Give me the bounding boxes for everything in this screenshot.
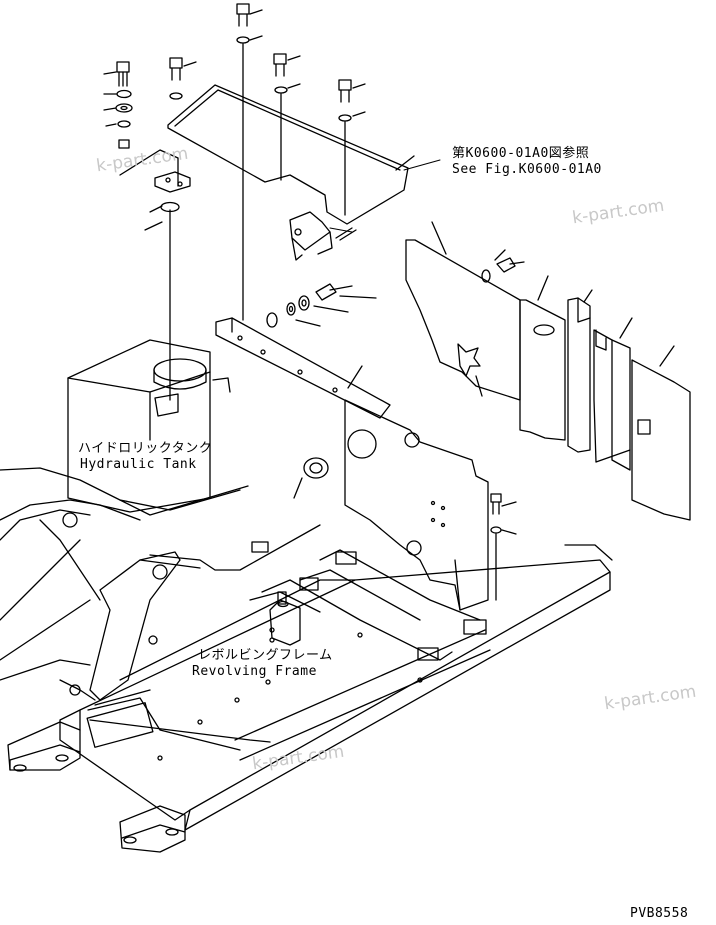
top-cover-plate	[167, 84, 415, 225]
bolt-group-e	[338, 79, 366, 216]
hydraulic-tank-label-en: Hydraulic Tank	[80, 457, 197, 472]
insulation-panel-large	[405, 221, 521, 401]
reference-label-en: See Fig.K0600-01A0	[452, 162, 602, 177]
grommet	[293, 457, 329, 499]
drawing-code: PVB8558	[630, 906, 689, 921]
bolt-group-b	[169, 57, 197, 100]
bolt-lower-right	[490, 493, 517, 601]
revolving-frame	[0, 467, 613, 853]
hydraulic-tank-label-jp: ハイドロリックタンク	[78, 441, 213, 456]
partition-panel	[344, 399, 489, 611]
bolt-group-c	[236, 3, 263, 321]
insulation-panel-5	[631, 345, 691, 521]
panel-bolt	[481, 249, 525, 283]
insulation-panel-4	[593, 317, 633, 471]
seal-rings	[266, 283, 377, 328]
revolving-frame-label-jp: レボルビングフレーム	[198, 648, 333, 663]
revolving-frame-label-en: Revolving Frame	[192, 664, 317, 679]
bolt-group-a	[103, 61, 133, 149]
cover-bracket	[289, 211, 357, 261]
small-bracket-left	[119, 149, 191, 193]
side-plate	[215, 317, 391, 419]
insulation-panel-3	[567, 289, 593, 453]
reference-label-jp: 第K0600-01A0図参照	[452, 146, 590, 161]
bolt-group-d	[273, 53, 301, 181]
insulation-panel-2	[519, 275, 566, 441]
